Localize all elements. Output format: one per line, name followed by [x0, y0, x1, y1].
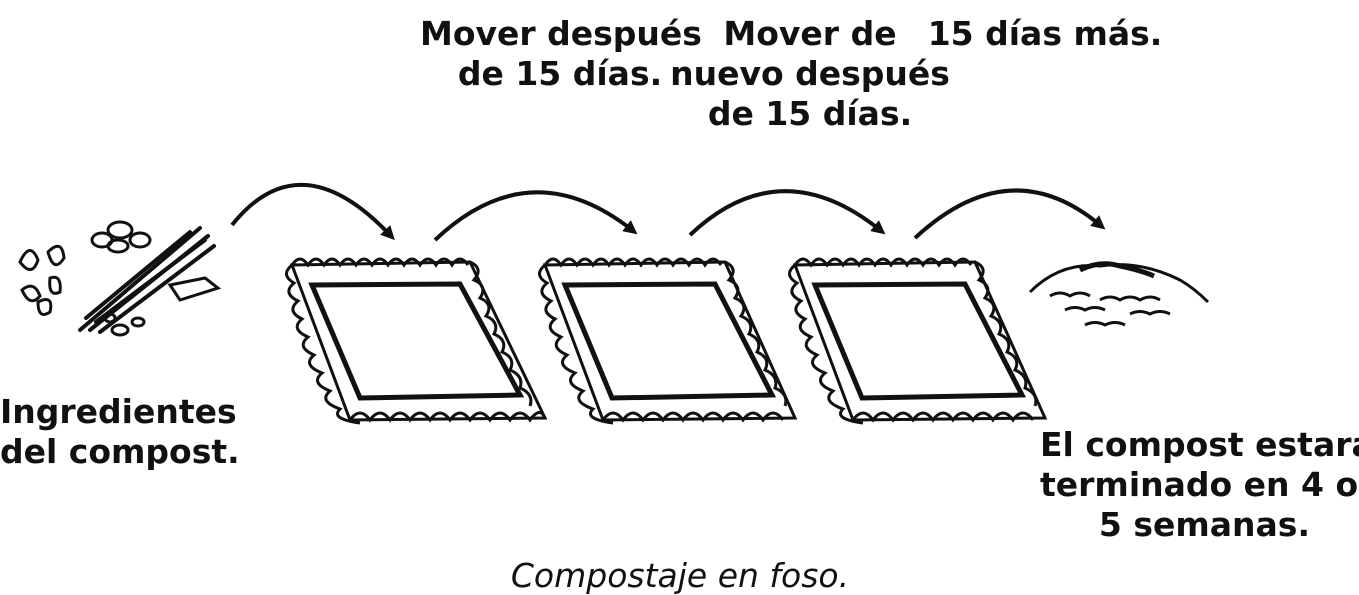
arrow-2 — [433, 190, 638, 242]
paper-scrap-icon — [167, 276, 222, 302]
arrow-1 — [230, 182, 395, 241]
step3-label: 15 días más. — [920, 14, 1170, 54]
step2-line1: Mover de — [723, 14, 897, 53]
ingredients-line1: Ingredientes — [0, 392, 237, 431]
step1-label: Mover después de 15 días. — [420, 14, 702, 94]
result-line3: 5 semanas. — [1098, 505, 1310, 544]
step1-line1: Mover después — [420, 14, 702, 53]
small-pebbles-icon — [103, 312, 146, 337]
result-label: El compost estará terminado en 4 o 5 sem… — [1040, 425, 1359, 545]
result-line1: El compost estará — [1040, 425, 1359, 464]
pit-3 — [788, 257, 1048, 425]
pit-2 — [538, 257, 798, 425]
flower-icon — [90, 220, 152, 254]
ingredients-line2: del compost. — [0, 432, 240, 471]
ingredients-illustration — [18, 220, 222, 337]
leaf-icon — [18, 244, 66, 316]
step1-line2: de 15 días. — [457, 54, 663, 93]
result-line2: terminado en 4 o — [1040, 465, 1359, 504]
pit-1 — [285, 257, 548, 425]
step2-label: Mover de nuevo después de 15 días. — [670, 14, 950, 134]
ingredients-label: Ingredientes del compost. — [0, 392, 240, 472]
step2-line2: nuevo después — [670, 54, 950, 93]
arrow-3 — [688, 189, 886, 237]
arrow-4 — [913, 188, 1106, 240]
compost-pile-icon — [1028, 261, 1210, 327]
figure-caption: Compostaje en foso. — [510, 556, 850, 595]
step3-line1: 15 días más. — [927, 14, 1163, 53]
arrows — [230, 182, 1106, 242]
step2-line3: de 15 días. — [707, 94, 913, 133]
